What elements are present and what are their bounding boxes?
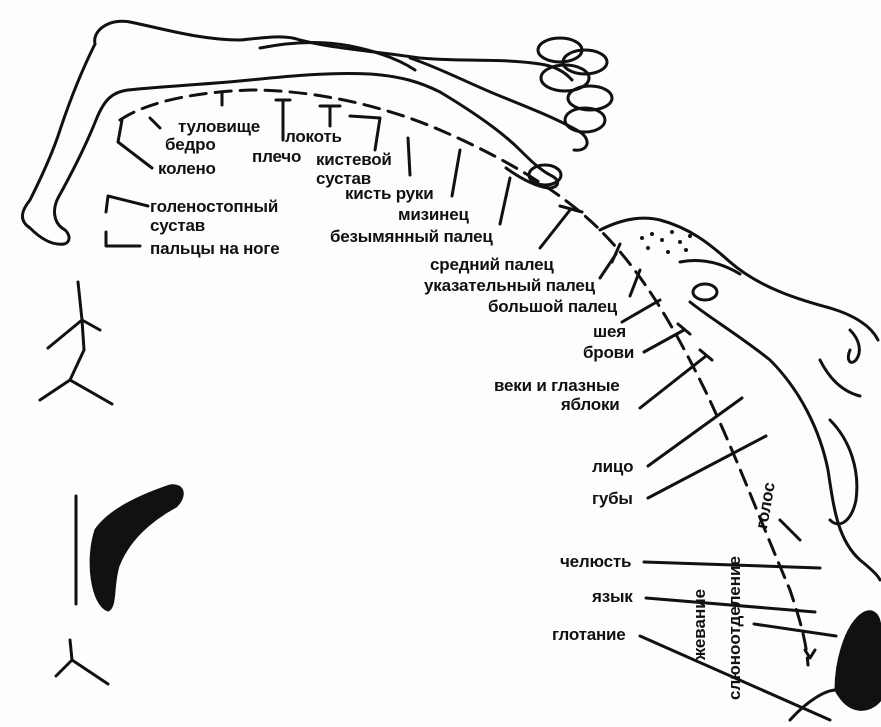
- label-shoulder: плечо: [252, 148, 301, 165]
- leader-hip: [150, 118, 160, 128]
- label-face: лицо: [592, 458, 633, 475]
- leader-ring: [500, 178, 510, 224]
- leader-little: [452, 150, 460, 196]
- leader-salivation: [754, 624, 836, 636]
- leader-wrist: [350, 116, 380, 150]
- leader-thumb: [630, 270, 640, 296]
- leader-knee: [118, 120, 152, 168]
- forearm-outline: [440, 92, 558, 188]
- thumb-tip: [529, 165, 561, 185]
- finger-5: [565, 108, 605, 132]
- dotted-hair: [640, 230, 692, 254]
- leader-elbow: [320, 106, 340, 126]
- label-tongue: язык: [592, 588, 633, 605]
- label-thumb: большой палец: [488, 298, 617, 315]
- label-salivation: слюноотделение: [725, 556, 745, 700]
- label-index: указательный палец: [424, 277, 595, 294]
- label-middle: средний палец: [430, 256, 554, 273]
- blob-shape: [91, 486, 182, 610]
- torso-underline: [128, 73, 440, 92]
- branch-figure-1: [40, 282, 112, 404]
- leader-neck: [622, 300, 660, 322]
- leader-toes: [106, 232, 140, 246]
- leader-eyelids: [640, 350, 712, 408]
- label-ankle: голеностопный сустав: [150, 197, 278, 235]
- finger-4: [568, 86, 612, 110]
- leader-hand: [408, 138, 410, 175]
- label-elbow: локоть: [285, 128, 342, 145]
- leader-lips: [648, 436, 766, 498]
- label-neck: шея: [593, 323, 626, 340]
- eye: [693, 284, 717, 300]
- label-eyelids: веки и глазные яблоки: [494, 376, 620, 414]
- label-jaw: челюсть: [560, 553, 631, 570]
- motor-strip-arc: [120, 90, 808, 665]
- label-brows: брови: [583, 344, 634, 361]
- leader-index: [600, 244, 620, 278]
- label-knee: колено: [158, 160, 216, 177]
- mouth-inner: [820, 360, 860, 396]
- label-trunk: туловище: [178, 118, 260, 135]
- label-swallowing: глотание: [552, 626, 626, 643]
- body-outline: [95, 21, 572, 80]
- label-wrist: кистевой сустав: [316, 150, 392, 188]
- label-hip: бедро: [165, 136, 216, 153]
- leg-outline: [22, 44, 128, 244]
- label-toes: пальцы на ноге: [150, 240, 280, 257]
- leader-ankle: [106, 196, 148, 212]
- label-ring: безымянный палец: [330, 228, 493, 245]
- leader-middle: [540, 206, 582, 248]
- leader-voice: [780, 520, 800, 540]
- label-chewing: жевание: [690, 589, 710, 660]
- label-lips: губы: [592, 490, 633, 507]
- nose: [848, 330, 859, 362]
- tongue-shape: [836, 612, 880, 710]
- label-hand: кисть руки: [345, 185, 434, 202]
- label-little: мизинец: [398, 206, 469, 223]
- face-outline: [690, 302, 880, 580]
